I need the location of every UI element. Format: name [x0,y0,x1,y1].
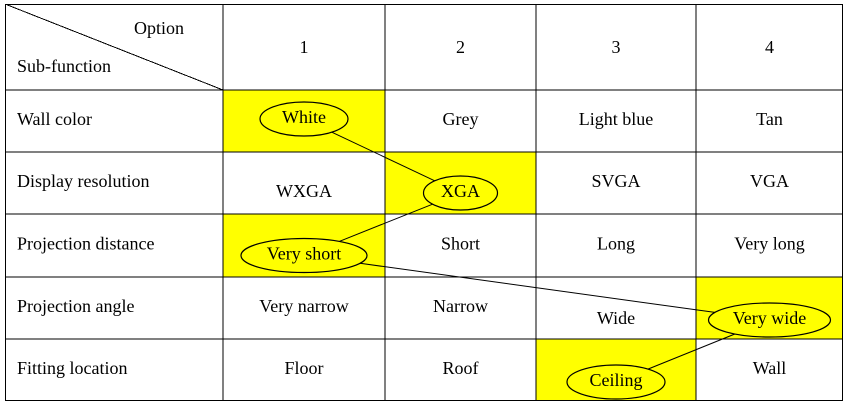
option-cell-text: Long [597,234,635,254]
highlight-cell [223,214,385,277]
option-cell-text: Ceiling [590,370,643,390]
selection-ellipse [259,101,349,137]
option-cell-text: Very narrow [259,296,348,316]
selection-path [331,131,736,370]
option-number: 3 [612,37,621,57]
header-option-label: Option [134,18,184,38]
option-cell-text: WXGA [276,181,332,201]
header-subfunction-label: Sub-function [17,56,111,76]
option-cell-text: VGA [750,171,789,191]
option-cell-text: Roof [443,358,479,378]
option-cell-text: Short [441,234,480,254]
option-cell-text: Very wide [733,308,806,328]
option-cell-text: Narrow [433,296,488,316]
highlight-cell [223,90,385,152]
selection-ellipse [566,364,666,400]
option-cell-text: Tan [756,109,783,129]
selection-ellipse [422,175,499,211]
selection-connector [647,333,736,370]
option-cell-text: White [282,107,326,127]
option-cell-text: Floor [284,358,323,378]
option-cell-text: XGA [441,181,480,201]
option-cell-text: SVGA [591,171,640,191]
selection-connector [339,203,433,242]
highlight-cell [385,152,536,214]
option-cell-text: Light blue [579,109,654,129]
option-cell-text: Wide [597,308,635,328]
option-number: 2 [456,37,465,57]
highlight-cell [536,339,696,401]
option-number: 4 [765,37,774,57]
row-label: Fitting location [17,358,128,378]
option-cell-text: Grey [443,109,479,129]
selected-cell-highlights [223,90,843,401]
table-grid [5,4,843,401]
selection-connector [359,262,715,313]
row-label: Wall color [17,109,92,129]
selection-connector [331,131,435,182]
row-label: Display resolution [17,171,150,191]
option-number: 1 [300,37,309,57]
selection-ellipse [240,237,368,274]
selection-ellipses [240,101,832,400]
option-cell-text: Wall [753,358,787,378]
selection-ellipse [707,302,832,338]
header-diagonal [5,4,224,91]
option-cell-text: Very short [267,244,342,264]
row-label: Projection distance [17,234,154,254]
row-label: Projection angle [17,296,134,316]
option-cell-text: Very long [734,234,805,254]
highlight-cell [696,277,843,339]
